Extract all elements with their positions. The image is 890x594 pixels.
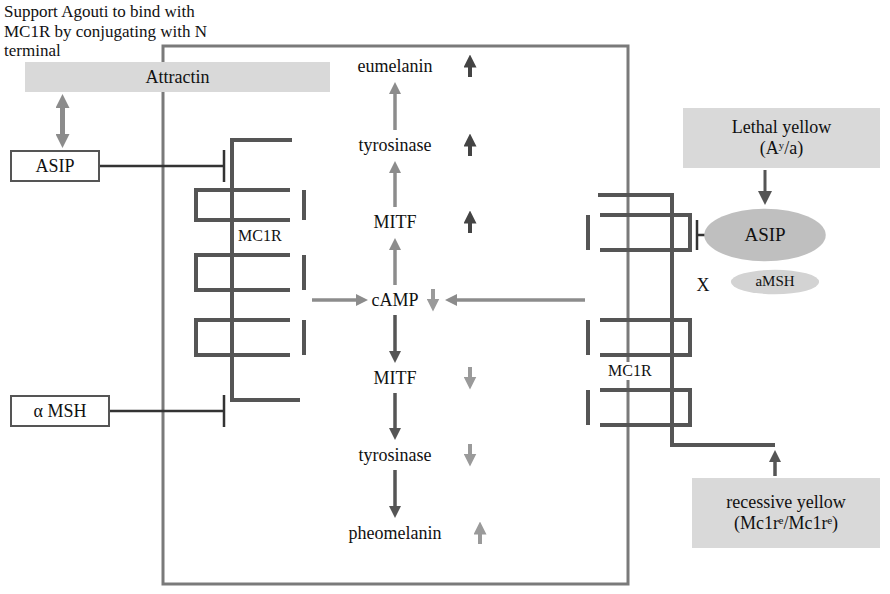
node-text: Lethal yellow (Aʸ/a): [719, 117, 844, 158]
ligand-ellipse: ASIP: [703, 207, 827, 263]
increase-arrow: [468, 61, 472, 77]
annotation-text: Support Agouti to bind with MC1R by conj…: [4, 2, 229, 61]
pathway-up-arrows: [312, 88, 585, 300]
connector-arrow: [60, 101, 65, 141]
decrease-arrow: [431, 289, 435, 305]
receptor-terminal: [232, 140, 300, 400]
pathway-enzyme: tyrosinase: [359, 135, 432, 156]
pathway-arrow: [393, 88, 397, 130]
connector-arrow: [764, 170, 767, 198]
decrease-indicators: [433, 289, 480, 544]
node-text: ASIP: [744, 224, 785, 246]
receptor-loop: [196, 320, 290, 355]
receptor-loop: [196, 190, 290, 220]
increase-arrow: [468, 140, 472, 156]
pathway-factor: MITF: [373, 368, 416, 389]
receptor-loop: [600, 320, 690, 355]
node-text: recessive yellow (Mc1rᵉ/Mc1rᵉ): [711, 492, 861, 533]
membrane-bar: [302, 190, 306, 355]
receptor-loop: [600, 215, 690, 250]
pathway-arrow: [393, 167, 397, 207]
inhibition-line: [110, 395, 224, 427]
receptor-loop: [600, 390, 690, 425]
ligand-ellipse: aMSH: [730, 269, 820, 295]
receptor-label: MC1R: [238, 227, 282, 245]
cell-outline: [163, 46, 628, 584]
pathway-enzyme: tyrosinase: [359, 445, 432, 466]
inhibition-line: [697, 220, 705, 250]
node-text: Attractin: [146, 67, 210, 88]
membrane-bar: [586, 215, 590, 425]
decrease-arrow: [468, 444, 472, 460]
inhibition-lines: [100, 150, 705, 427]
decrease-arrow: [468, 367, 472, 383]
ligand-box: α MSH: [10, 395, 110, 427]
pathway-arrow: [393, 315, 397, 357]
node-text: aMSH: [755, 273, 794, 290]
pathway-arrow: [393, 470, 397, 512]
mutation-mark: X: [697, 275, 710, 296]
left-receptor: [196, 140, 304, 400]
mutation-box: recessive yellow (Mc1rᵉ/Mc1rᵉ): [692, 478, 880, 548]
node-text: ASIP: [35, 156, 74, 177]
increase-indicators: [468, 61, 472, 233]
signal-arrow: [312, 298, 362, 302]
pathway-product: eumelanin: [358, 56, 433, 77]
mutation-box: Lethal yellow (Aʸ/a): [683, 108, 880, 168]
pathway-messenger: cAMP: [371, 290, 418, 311]
ellipse-shape: [704, 209, 826, 262]
pathway-factor: MITF: [373, 212, 416, 233]
node-text: α MSH: [34, 401, 87, 422]
increase-arrow: [478, 528, 482, 544]
signal-arrow: [451, 298, 585, 302]
pathway-arrow: [393, 244, 397, 285]
receptor-label: MC1R: [606, 362, 654, 380]
ellipse-shape: [731, 270, 819, 294]
pathway-arrow: [393, 393, 397, 434]
ligand-box: ASIP: [10, 150, 100, 182]
receptor-loop: [196, 255, 290, 290]
pathway-product: pheomelanin: [349, 523, 442, 544]
increase-arrow: [468, 217, 472, 233]
inhibition-line: [100, 150, 224, 182]
protein-box: Attractin: [25, 62, 330, 92]
mutation-arrow: [773, 456, 777, 476]
